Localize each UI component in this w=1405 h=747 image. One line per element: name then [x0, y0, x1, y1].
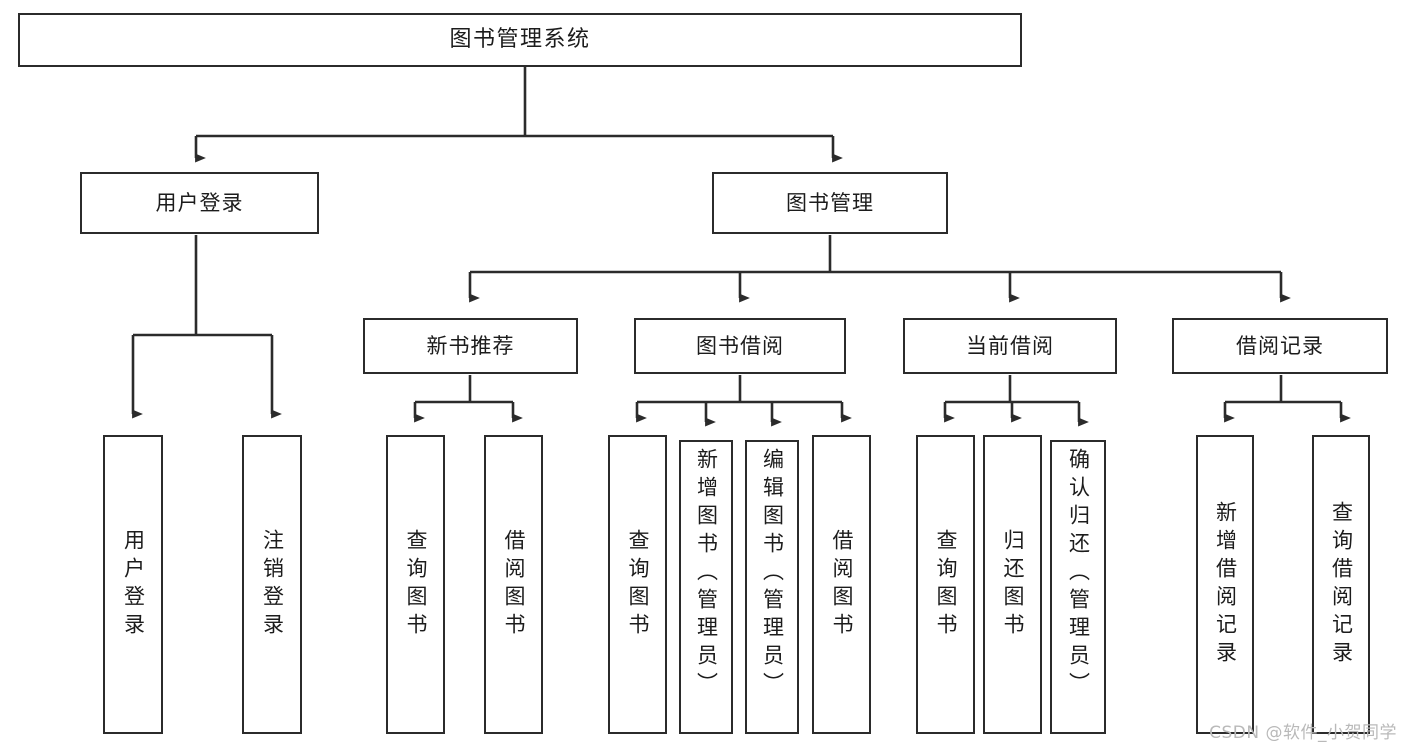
leaf-return-book[interactable]: 归还图书 [983, 435, 1042, 734]
node-label: 查询图书 [626, 528, 650, 641]
leaf-logout-login[interactable]: 注销登录 [242, 435, 302, 734]
node-label: 新增借阅记录 [1213, 500, 1238, 669]
node-label: 注销登录 [260, 528, 285, 641]
leaf-user-login[interactable]: 用户登录 [103, 435, 163, 734]
node-label: 用户登录 [121, 528, 146, 641]
node-label: 新书推荐 [426, 333, 515, 358]
node-new-book-recommend[interactable]: 新书推荐 [363, 318, 578, 374]
leaf-borrow-book-recommend[interactable]: 借阅图书 [484, 435, 543, 734]
leaf-query-book-current[interactable]: 查询图书 [916, 435, 975, 734]
leaf-add-borrow-record[interactable]: 新增借阅记录 [1196, 435, 1254, 734]
node-label: 图书管理系统 [449, 27, 591, 53]
node-label: 归还图书 [1001, 528, 1025, 641]
node-label: 当前借阅 [966, 333, 1054, 358]
node-label: 图书借阅 [696, 333, 784, 358]
node-label: 查询借阅记录 [1329, 500, 1354, 669]
node-label: 新增图书（管理员） [694, 448, 719, 700]
leaf-query-book-recommend[interactable]: 查询图书 [386, 435, 445, 734]
node-user-login[interactable]: 用户登录 [80, 172, 319, 234]
leaf-add-book-admin[interactable]: 新增图书（管理员） [679, 440, 733, 734]
leaf-confirm-return-admin[interactable]: 确认归还（管理员） [1050, 440, 1106, 734]
node-label: 查询图书 [404, 528, 428, 641]
csdn-watermark: CSDN @软件_小贺同学 [1209, 723, 1397, 743]
node-label: 图书管理 [786, 190, 874, 215]
node-root-book-management-system[interactable]: 图书管理系统 [18, 13, 1022, 67]
node-label: 编辑图书（管理员） [760, 448, 785, 700]
node-borrow-record[interactable]: 借阅记录 [1172, 318, 1388, 374]
node-label: 用户登录 [155, 190, 244, 215]
node-label: 借阅记录 [1236, 333, 1324, 358]
node-book-borrow[interactable]: 图书借阅 [634, 318, 846, 374]
node-label: 查询图书 [934, 528, 958, 641]
node-label: 确认归还（管理员） [1066, 448, 1091, 700]
leaf-borrow-book[interactable]: 借阅图书 [812, 435, 871, 734]
node-current-borrow[interactable]: 当前借阅 [903, 318, 1117, 374]
node-label: 借阅图书 [830, 528, 854, 641]
leaf-query-book-borrow[interactable]: 查询图书 [608, 435, 667, 734]
leaf-edit-book-admin[interactable]: 编辑图书（管理员） [745, 440, 799, 734]
node-book-management[interactable]: 图书管理 [712, 172, 948, 234]
leaf-query-borrow-record[interactable]: 查询借阅记录 [1312, 435, 1370, 734]
node-label: 借阅图书 [502, 528, 526, 641]
